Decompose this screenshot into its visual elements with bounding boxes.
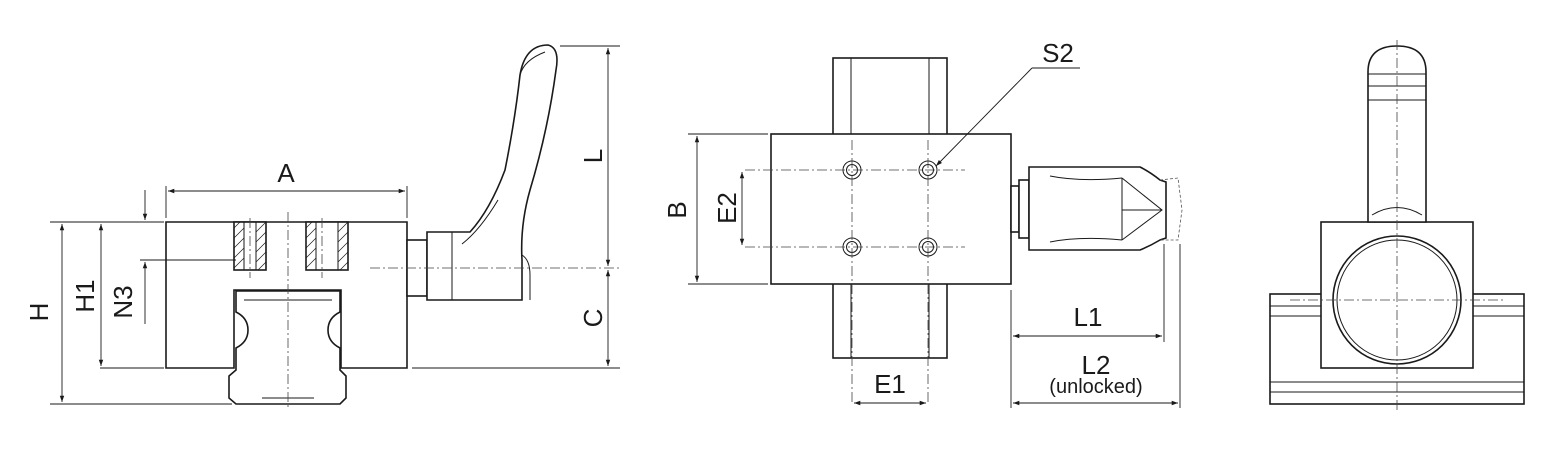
- front-view: A H H1 N3 L C: [24, 44, 620, 410]
- dim-label-L1: L1: [1074, 302, 1103, 332]
- dim-label-E1: E1: [874, 369, 906, 399]
- clamp-handle-top: [1028, 166, 1167, 251]
- dim-label-H: H: [24, 303, 54, 322]
- dim-label-E2: E2: [712, 192, 742, 224]
- dim-label-N3: N3: [108, 285, 138, 318]
- dim-label-L2: L2: [1082, 350, 1111, 380]
- dim-label-H1: H1: [70, 279, 100, 312]
- dim-note-unlocked: (unlocked): [1049, 376, 1142, 398]
- side-view: [1269, 40, 1525, 410]
- dim-label-C: C: [578, 309, 608, 328]
- dim-label-B: B: [662, 201, 692, 218]
- threaded-hole-right: [305, 221, 349, 271]
- dim-label-A: A: [277, 158, 295, 188]
- top-view: B E2 S2 E1 L1 L2 (unlocked): [662, 38, 1183, 408]
- rail-profile: [228, 290, 347, 405]
- label-S2: S2: [1042, 38, 1074, 68]
- clamp-lever: [426, 44, 558, 301]
- carriage-top: [770, 133, 1012, 285]
- dim-label-L: L: [578, 149, 608, 163]
